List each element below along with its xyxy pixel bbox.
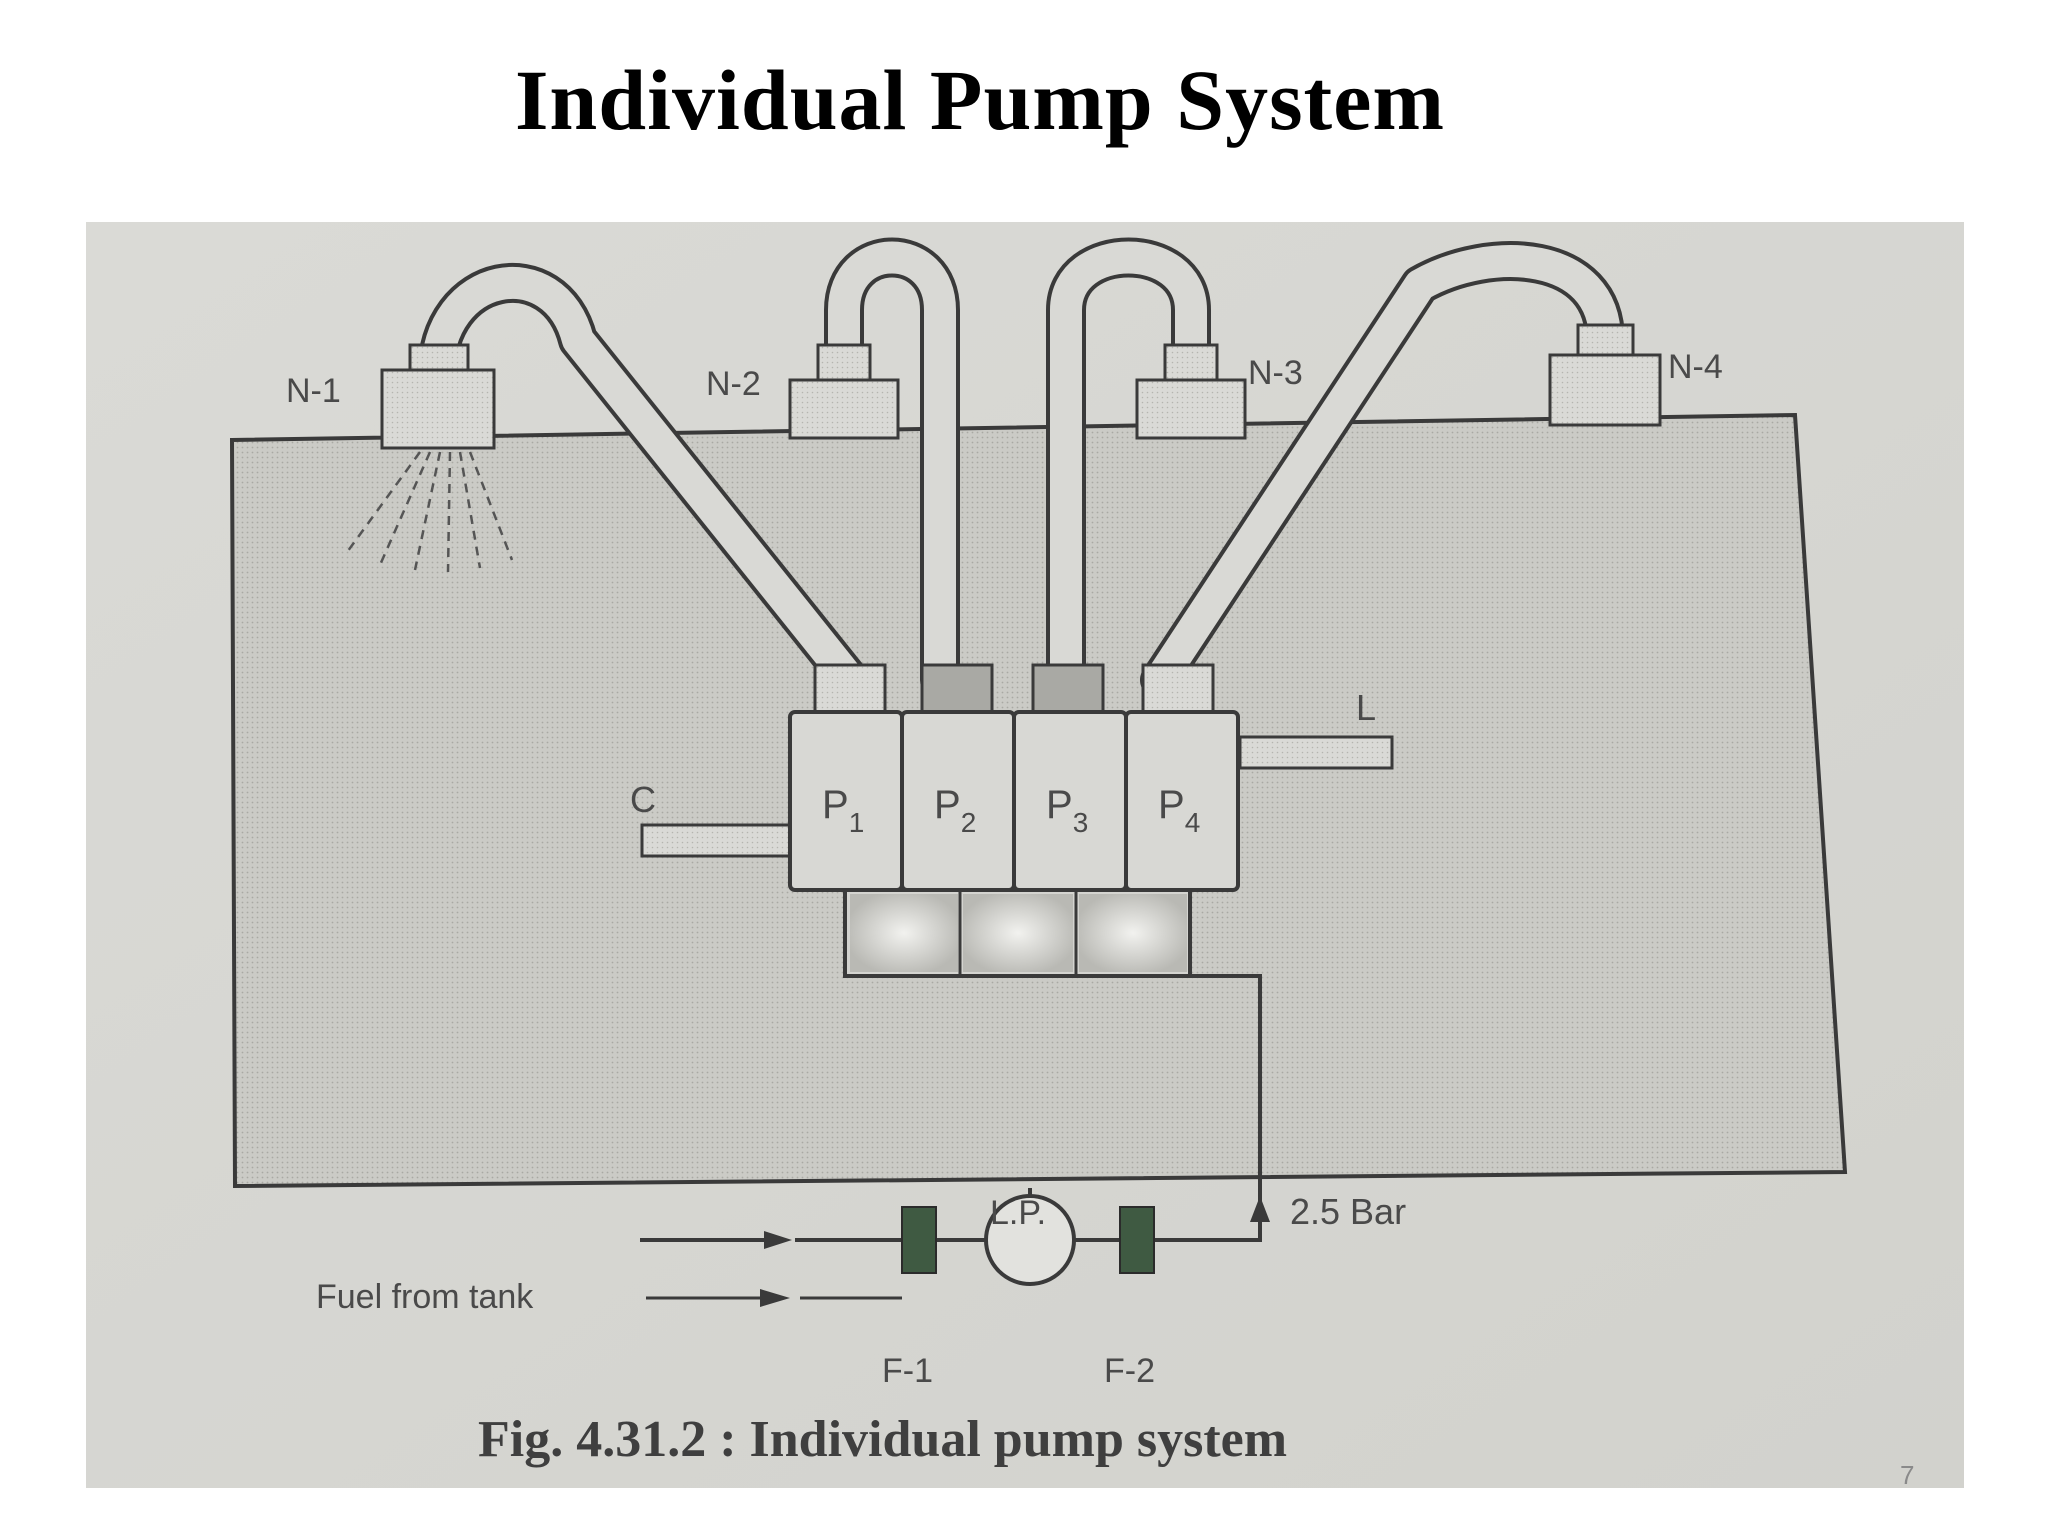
label-f2: F-2 <box>1104 1352 1155 1390</box>
flow-arrow-right <box>764 1231 792 1249</box>
nozzle-n1 <box>380 343 496 450</box>
label-l: L <box>1356 687 1376 728</box>
label-n1: N-1 <box>286 372 341 410</box>
label-n3: N-3 <box>1248 354 1303 392</box>
filter-f2 <box>1119 1206 1155 1274</box>
camshaft-rod <box>640 823 794 858</box>
nozzle-n4 <box>1548 323 1662 427</box>
diagram-photo: N-1 N-2 N-3 N-4 C L P1 P2 P3 P4 L.P. 2.5… <box>86 222 1964 1488</box>
nozzles <box>380 323 1662 450</box>
label-pressure: 2.5 Bar <box>1290 1191 1406 1232</box>
label-fuel-from-tank: Fuel from tank <box>316 1278 534 1316</box>
label-n4: N-4 <box>1668 348 1723 386</box>
pump-bodies <box>788 710 1240 892</box>
pump-system-diagram: N-1 N-2 N-3 N-4 C L P1 P2 P3 P4 L.P. 2.5… <box>86 222 1964 1488</box>
fuel-in-arrow-head <box>760 1289 790 1307</box>
figure-caption: Fig. 4.31.2 : Individual pump system <box>478 1411 1287 1468</box>
slide-title: Individual Pump System <box>514 52 1446 148</box>
flow-arrow-up <box>1250 1196 1270 1222</box>
label-f1: F-1 <box>882 1352 933 1390</box>
nozzle-n2 <box>788 343 900 440</box>
high-pressure-pipes <box>417 237 1625 700</box>
label-p4: P4 <box>1158 783 1200 838</box>
delivery-valves <box>813 663 1215 717</box>
label-c: C <box>630 779 656 820</box>
cam-housing <box>843 888 1192 978</box>
label-p3: P3 <box>1046 783 1088 838</box>
label-lp: L.P. <box>990 1194 1046 1232</box>
diagram-labels: N-1 N-2 N-3 N-4 C L P1 P2 P3 P4 L.P. 2.5… <box>286 348 1723 1390</box>
fuel-spray <box>343 451 514 573</box>
page-number: 7 <box>1900 1460 1915 1490</box>
label-p1: P1 <box>822 783 864 838</box>
filter-f1 <box>901 1206 937 1274</box>
label-p2: P2 <box>934 783 976 838</box>
nozzle-n3 <box>1135 343 1247 440</box>
label-n2: N-2 <box>706 365 761 403</box>
control-lever <box>1238 735 1394 770</box>
